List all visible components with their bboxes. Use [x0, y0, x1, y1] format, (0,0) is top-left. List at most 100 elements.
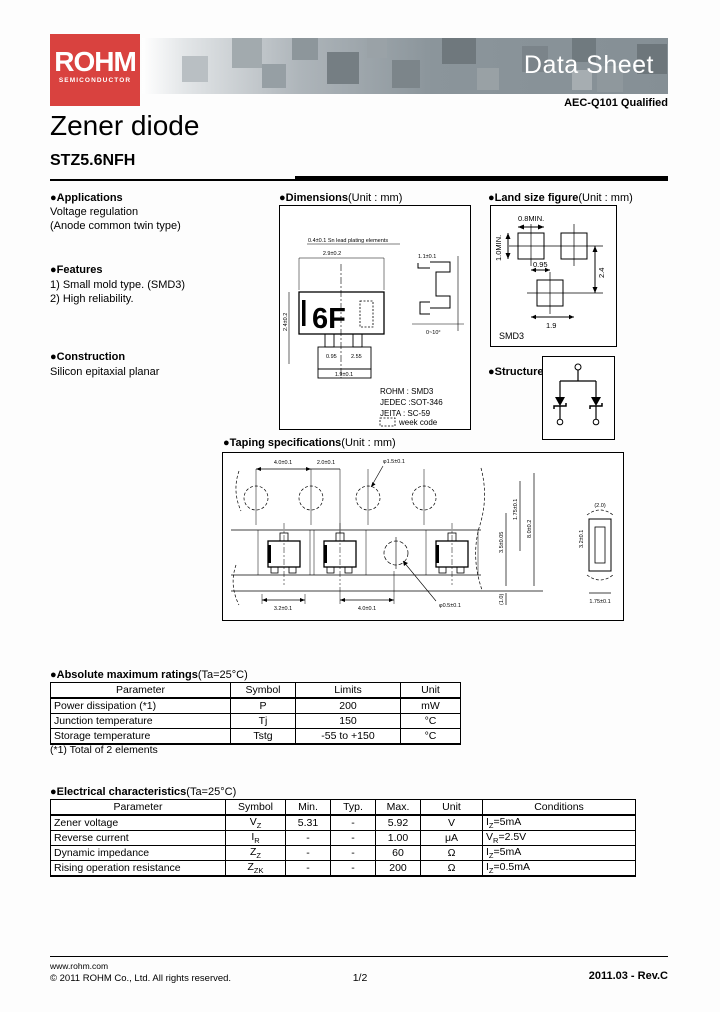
land-package-label: SMD3	[499, 331, 524, 341]
package-marking: 6F	[312, 303, 346, 335]
zener-diode-symbol	[591, 397, 601, 406]
taping-heading: ●Taping specifications(Unit : mm)	[223, 437, 396, 449]
dim-right-4: (1.0)	[499, 594, 505, 605]
package-body-front	[298, 291, 385, 335]
banner-title: Data Sheet	[523, 51, 654, 79]
week-code-legend-box	[379, 417, 396, 427]
pin1-mark	[302, 300, 306, 326]
dim-right-1: 1.75±0.1	[513, 499, 519, 520]
part-number: STZ5.6NFH	[50, 152, 136, 169]
dimensions-drawing: 0.4±0.1 Sn lead plating elements 2.9±0.2…	[283, 238, 464, 427]
table-header-row: Parameter Symbol Limits Unit	[50, 682, 461, 699]
svg-text:(2.0): (2.0)	[594, 503, 605, 509]
mosaic-tile	[327, 52, 359, 84]
rohm-logo: ROHM SEMICONDUCTOR	[50, 34, 140, 106]
taped-component	[257, 523, 311, 585]
mosaic-tile	[262, 64, 286, 88]
dim-hole-pitch: 4.0±0.1	[274, 460, 292, 466]
tape-side-view: (2.0) 3.2±0.1 1.75±0.1	[579, 503, 614, 605]
dim-note: 0.4±0.1 Sn lead plating elements	[308, 238, 388, 244]
features-heading: ●Features	[50, 264, 103, 276]
mosaic-tile	[392, 60, 420, 88]
table-row: Storage temperature Tstg -55 to +150 °C	[50, 728, 461, 745]
footer-page-number: 1/2	[352, 972, 368, 984]
rohm-logo-text: ROHM	[54, 46, 137, 77]
footer-copyright: © 2011 ROHM Co., Ltd. All rights reserve…	[50, 973, 232, 984]
svg-text:1.75±0.1: 1.75±0.1	[589, 599, 610, 605]
taped-component	[425, 523, 479, 585]
mosaic-tile	[182, 56, 208, 82]
table-row: Reverse current IR - - 1.00 μA VR=2.5V	[50, 830, 636, 847]
table-row: Dynamic impedance ZZ - - 60 Ω IZ=5mA	[50, 845, 636, 862]
land-heading: ●Land size figure(Unit : mm)	[488, 192, 633, 204]
svg-text:3.2±0.1: 3.2±0.1	[579, 530, 585, 548]
electrical-table: Parameter Symbol Min. Typ. Max. Unit Con…	[50, 799, 636, 878]
features-line: 1) Small mold type. (SMD3)	[50, 279, 186, 291]
common-terminal	[574, 363, 582, 371]
footer-rule	[50, 956, 668, 957]
table-row: Junction temperature Tj 150 °C	[50, 713, 461, 729]
dim-bottom-center: 4.0±0.1	[358, 606, 376, 612]
dim-pad-width: 0.8MIN.	[518, 214, 544, 223]
package-ref-rohm: ROHM : SMD3	[380, 387, 434, 396]
table-row: Power dissipation (*1) P 200 mW	[50, 697, 461, 714]
package-ref-jeita: JEITA : SC-59	[380, 409, 431, 418]
structure-heading: ●Structure	[488, 366, 544, 378]
mosaic-tile	[442, 38, 476, 64]
abs-max-footnote: (*1) Total of 2 elements	[50, 744, 158, 756]
land-drawing: 0.8MIN. 1.0MIN. 0.95 2.4 1.9 SMD3	[494, 214, 606, 341]
taping-drawing: 4.0±0.1 2.0±0.1 φ1.5±0.1	[231, 459, 614, 612]
mosaic-tile	[637, 44, 667, 74]
dim-pad-height: 1.0MIN.	[494, 235, 503, 261]
applications-line: (Anode common twin type)	[50, 220, 181, 232]
qualification-label: AEC-Q101 Qualified	[564, 97, 668, 109]
package-ref-jedec: JEDEC :SOT-346	[380, 398, 443, 407]
dim-lead-angle: 0~10°	[426, 330, 441, 336]
cathode-terminal	[592, 418, 600, 426]
cathode-terminal	[556, 418, 564, 426]
dim-right-3: 8.0±0.2	[527, 520, 533, 538]
title-rule-thick	[295, 176, 668, 181]
datasheet-banner: Data Sheet	[142, 38, 668, 94]
mosaic-tile	[597, 66, 623, 92]
week-code-label: week code	[398, 418, 438, 427]
rohm-logo-subtext: SEMICONDUCTOR	[58, 77, 132, 84]
structure-drawing	[553, 363, 603, 426]
dim-height: 1.1±0.1	[418, 254, 436, 260]
dimensions-box: 0.4±0.1 Sn lead plating elements 2.9±0.2…	[279, 205, 471, 430]
dim-pocket-hole: φ0.5±0.1	[439, 603, 461, 609]
mosaic-tile	[477, 68, 499, 90]
sprocket-holes	[243, 469, 437, 525]
package-side-profile	[430, 261, 451, 309]
dim-body-width: 2.9±0.2	[323, 251, 341, 257]
dim-row-span: 2.4	[597, 268, 606, 278]
construction-heading: ●Construction	[50, 351, 126, 363]
dim-pitch1: 0.95	[533, 260, 548, 269]
table-header-row: Parameter Symbol Min. Typ. Max. Unit Con…	[50, 799, 636, 816]
dim-hole-offset: 2.0±0.1	[317, 460, 335, 466]
applications-line: Voltage regulation	[50, 206, 139, 218]
page-title: Zener diode	[50, 110, 200, 141]
table-row: Zener voltage VZ 5.31 - 5.92 V IZ=5mA	[50, 814, 636, 832]
mosaic-tile	[367, 38, 387, 58]
zener-diode-symbol	[555, 397, 565, 406]
mosaic-tile	[292, 38, 318, 60]
dim-bottom-width: 1.9±0.1	[335, 372, 353, 378]
dim-right-2: 3.5±0.05	[499, 532, 505, 553]
title-rule-thin	[50, 179, 295, 181]
land-box: 0.8MIN. 1.0MIN. 0.95 2.4 1.9 SMD3	[490, 205, 617, 347]
mosaic-tile	[232, 38, 262, 68]
footer-revision: 2011.03 - Rev.C	[588, 970, 668, 982]
abs-max-heading: ●Absolute maximum ratings(Ta=25°C)	[50, 669, 248, 681]
table-row: Rising operation resistance ZZK - - 200 …	[50, 860, 636, 878]
mosaic-tile	[572, 70, 592, 90]
dimensions-heading: ●Dimensions(Unit : mm)	[279, 192, 403, 204]
dim-hole-dia: φ1.5±0.1	[383, 459, 405, 465]
electrical-heading: ●Electrical characteristics(Ta=25°C)	[50, 786, 237, 798]
dim-bottom-left: 3.2±0.1	[274, 606, 292, 612]
mosaic-tile	[572, 38, 596, 62]
empty-pocket-mark	[383, 537, 437, 602]
structure-box	[542, 356, 615, 440]
footer-url: www.rohm.com	[50, 961, 109, 971]
